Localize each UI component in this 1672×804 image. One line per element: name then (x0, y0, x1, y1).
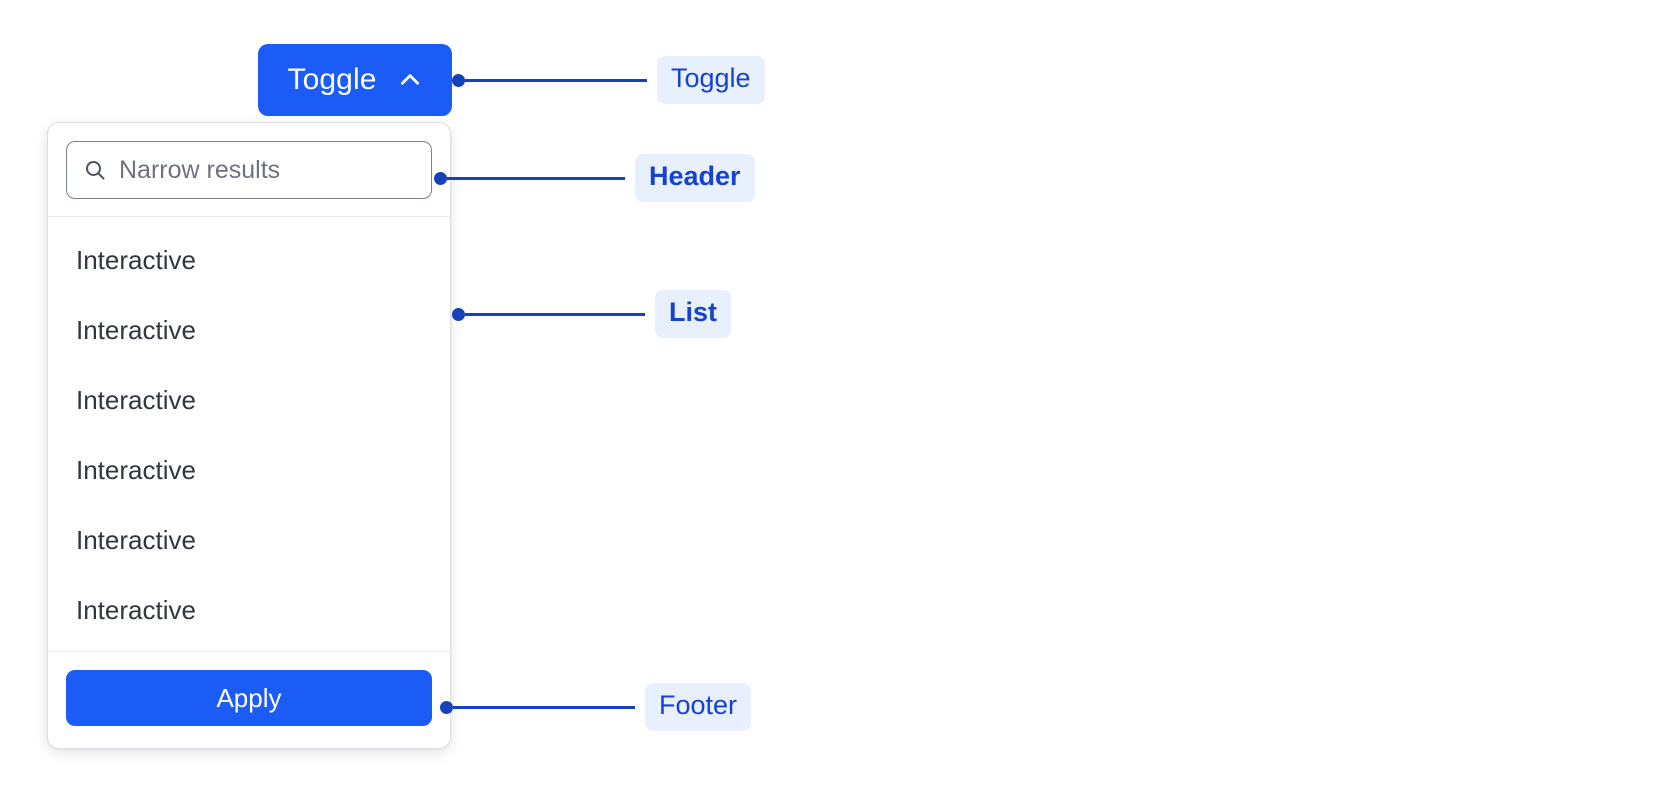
list-item-label: Interactive (76, 524, 196, 555)
dropdown-panel: Interactive Interactive Interactive Inte… (47, 122, 451, 749)
list-item[interactable]: Interactive (48, 225, 450, 295)
list-item-label: Interactive (76, 594, 196, 625)
annotation-dot (452, 307, 465, 321)
annotation-line (447, 176, 625, 180)
panel-footer: Apply (48, 652, 450, 748)
panel-header (48, 123, 450, 217)
search-input[interactable] (119, 155, 415, 185)
annotation-label-toggle: Toggle (657, 56, 765, 104)
search-box[interactable] (66, 141, 432, 199)
search-icon (83, 158, 107, 182)
annotation-label-footer: Footer (645, 683, 752, 731)
chevron-up-icon (397, 67, 423, 93)
toggle-button-label: Toggle (287, 63, 377, 96)
list-item-label: Interactive (76, 384, 196, 415)
annotation-dot (440, 700, 453, 714)
list-item[interactable]: Interactive (48, 435, 450, 505)
list-item[interactable]: Interactive (48, 295, 450, 365)
list-item-label: Interactive (76, 314, 196, 345)
toggle-button[interactable]: Toggle (258, 44, 452, 116)
annotation-dot (434, 171, 447, 185)
list-item[interactable]: Interactive (48, 365, 450, 435)
annotation-line (453, 705, 635, 709)
panel-list: Interactive Interactive Interactive Inte… (48, 217, 450, 652)
annotation-line (465, 78, 647, 82)
list-item-label: Interactive (76, 244, 196, 275)
annotation-label-list: List (655, 290, 732, 338)
list-item[interactable]: Interactive (48, 505, 450, 575)
list-item-label: Interactive (76, 454, 196, 485)
annotation-line (465, 312, 645, 316)
apply-button[interactable]: Apply (66, 670, 432, 726)
annotation-label-header: Header (635, 154, 755, 202)
list-item[interactable]: Interactive (48, 575, 450, 645)
annotation-dot (452, 73, 465, 87)
